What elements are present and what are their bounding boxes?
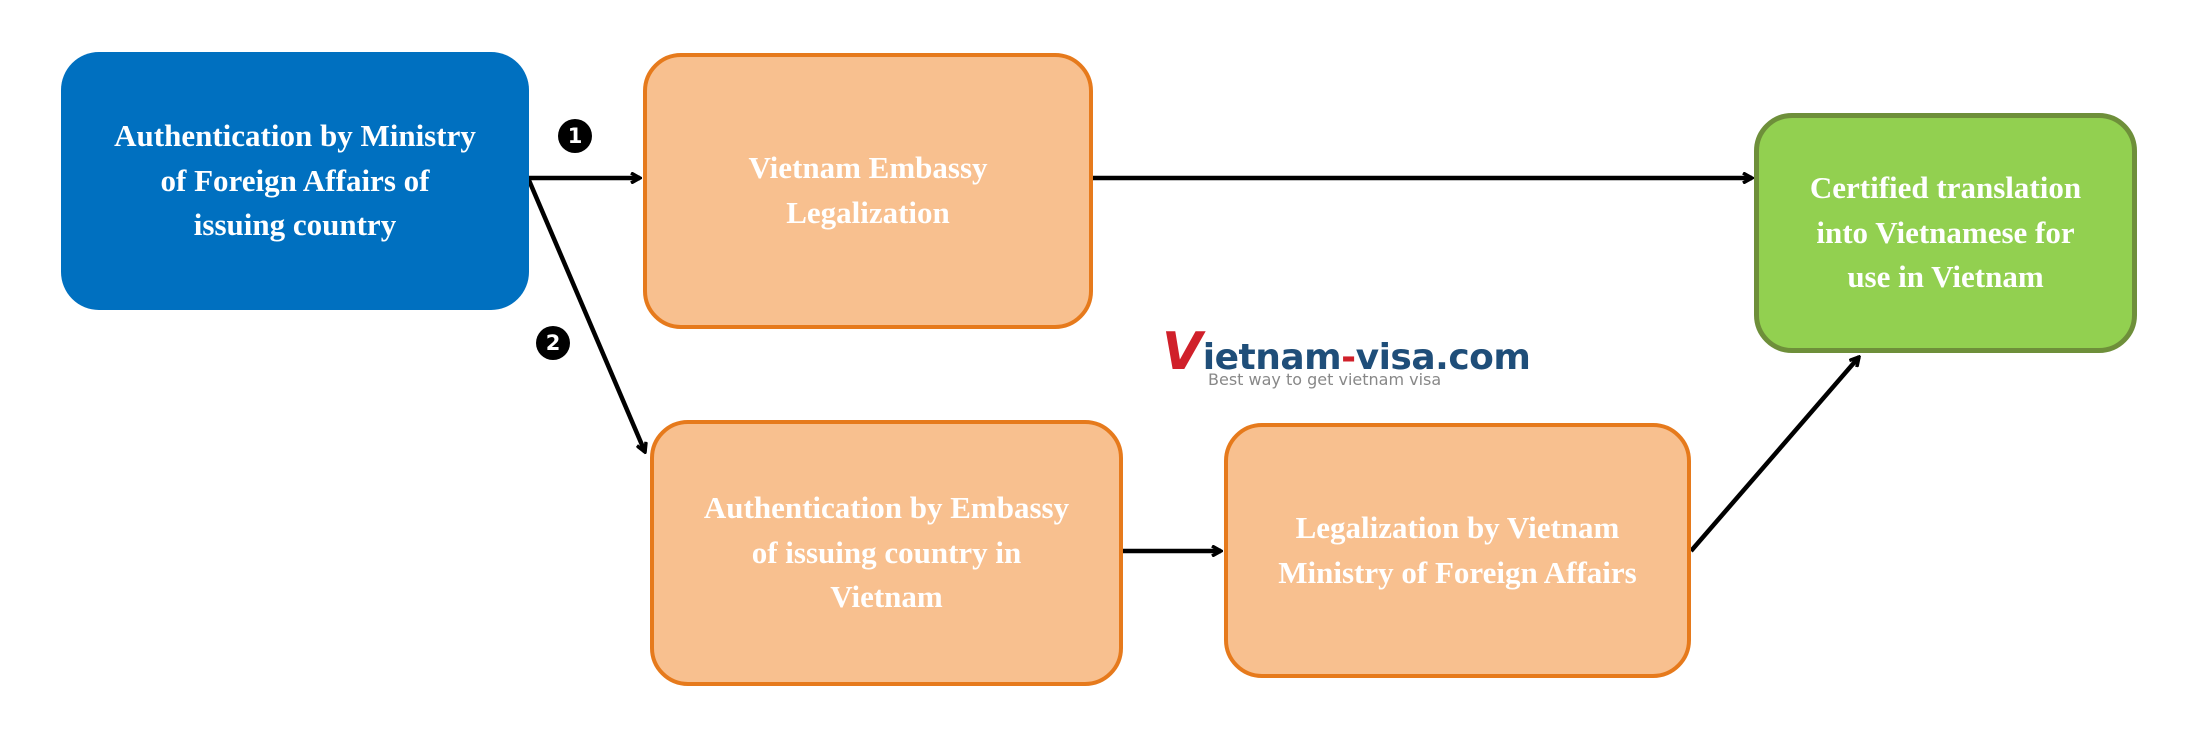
box-text-line: issuing country [193, 207, 397, 243]
box-text-line: Ministry of Foreign Affairs [1278, 554, 1637, 590]
box-mofa-issuing-country-text: Authentication by Ministry of Foreign Af… [114, 114, 476, 249]
box-auth-embassy-in-vietnam-text: Authentication by Embassy of issuing cou… [704, 486, 1069, 621]
box-vietnam-mofa-legalization-text: Legalization by Vietnam Ministry of Fore… [1278, 506, 1636, 596]
logo-word-2: visa.com [1355, 337, 1531, 378]
box-vietnam-mofa-legalization: Legalization by Vietnam Ministry of Fore… [1224, 423, 1691, 678]
step-1-badge: 1 [558, 119, 592, 153]
logo-dash: - [1341, 337, 1356, 378]
arrow-vn-mofa-to-translation [1689, 357, 1859, 553]
arrow-mofa-to-auth-embassy [525, 177, 645, 452]
box-vietnam-embassy-legalization-text: Vietnam Embassy Legalization [748, 146, 987, 236]
box-vietnam-embassy-legalization: Vietnam Embassy Legalization [643, 53, 1093, 329]
box-text-line: of Foreign Affairs of [160, 162, 430, 198]
box-text-line: Legalization by Vietnam [1295, 509, 1620, 545]
logo-word-1: ietnam [1202, 337, 1342, 378]
box-mofa-issuing-country: Authentication by Ministry of Foreign Af… [61, 52, 529, 310]
box-text-line: Certified translation [1809, 169, 2082, 205]
box-auth-embassy-in-vietnam: Authentication by Embassy of issuing cou… [650, 420, 1123, 686]
vietnam-visa-logo: Vietnam-visa.com Best way to get vietnam… [1162, 326, 1531, 389]
box-text-line: Authentication by Ministry [114, 117, 476, 153]
box-certified-translation: Certified translation into Vietnamese fo… [1754, 113, 2137, 353]
box-text-line: Legalization [786, 195, 950, 230]
logo-initial: V [1162, 322, 1202, 382]
box-text-line: Vietnam [830, 579, 943, 615]
box-text-line: Authentication by Embassy [703, 489, 1070, 525]
logo-tagline: Best way to get vietnam visa [1208, 370, 1442, 389]
box-text-line: Vietnam Embassy [748, 150, 988, 186]
box-certified-translation-text: Certified translation into Vietnamese fo… [1810, 166, 2081, 301]
step-2-badge: 2 [536, 326, 570, 360]
box-text-line: of issuing country in [751, 534, 1022, 570]
logo-wordmark: Vietnam-visa.com [1162, 326, 1531, 378]
box-text-line: use in Vietnam [1847, 259, 2044, 295]
box-text-line: into Vietnamese for [1816, 214, 2075, 250]
